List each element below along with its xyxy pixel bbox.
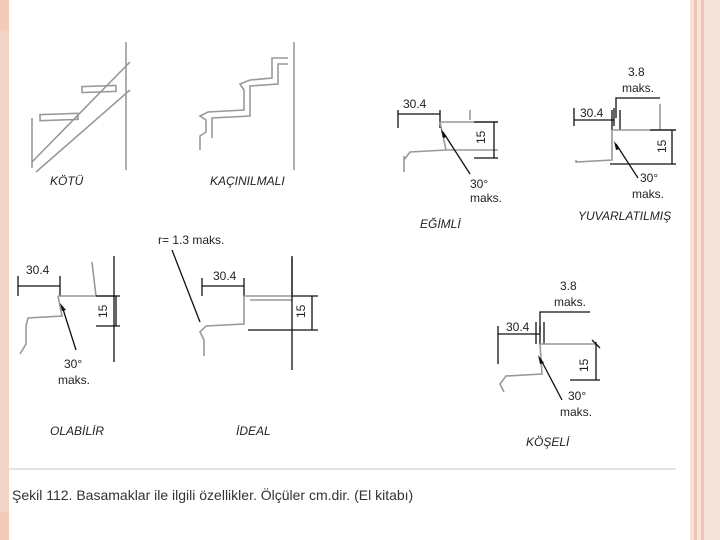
koseli-dim-width-label: 30.4 — [506, 320, 530, 334]
olabilir-dim-width — [17, 276, 61, 296]
yuvarlatilmis-dim-height-label: 15 — [655, 139, 669, 153]
olabilir-dim-height — [96, 256, 120, 362]
right-accent-stripe — [701, 0, 704, 540]
caption-kacinilmali: KAÇINILMALI — [210, 174, 285, 188]
koseli-step — [499, 343, 596, 393]
egimli-dim-width — [397, 110, 441, 128]
figure-caption: Şekil 112. Basamaklar ile ilgili özellik… — [12, 486, 413, 503]
yuvarlatilmis-radius-unit: maks. — [622, 81, 654, 95]
olabilir-dim-width-label: 30.4 — [26, 263, 50, 277]
yuvarlatilmis-dim-width — [573, 108, 615, 126]
yuvarlatilmis-leader — [615, 143, 639, 179]
kotu-tread — [39, 112, 79, 122]
yuvarlatilmis-radius-leader — [611, 97, 660, 130]
egimli-angle-value: 30° — [470, 177, 488, 191]
kacinilmali-profile — [198, 57, 288, 150]
left-accent-top — [0, 0, 9, 30]
egimli-dim-height-label: 15 — [474, 130, 488, 144]
figure-egimli: 30.4 15 30° maks. EĞİMLİ — [397, 97, 502, 231]
egimli-angle-unit: maks. — [470, 191, 502, 205]
koseli-dim-width — [497, 326, 541, 364]
ideal-dim-height — [248, 256, 318, 370]
yuvarlatilmis-radius-value: 3.8 — [628, 65, 645, 79]
koseli-dim-height — [570, 339, 601, 381]
left-accent-bar — [0, 0, 9, 540]
egimli-arrowhead — [441, 129, 447, 138]
olabilir-arrowhead — [60, 303, 66, 311]
ideal-dim-width-label: 30.4 — [213, 269, 237, 283]
koseli-angle-value: 30° — [568, 389, 586, 403]
caption-yuvarlatilmis: YUVARLATILMIŞ — [578, 209, 671, 223]
koseli-radius-leader — [535, 311, 590, 344]
figure-ideal: r= 1.3 maks. 30.4 15 İDEAL — [158, 233, 318, 438]
caption-ideal: İDEAL — [236, 424, 271, 438]
koseli-radius-value: 3.8 — [560, 279, 577, 293]
caption-olabilir: OLABİLİR — [50, 424, 104, 438]
yuvarlatilmis-dim-height — [610, 129, 676, 165]
figure-koseli: 3.8 maks. 30.4 15 30° maks. KÖŞELİ — [497, 279, 601, 449]
egimli-dim-height — [474, 121, 498, 159]
figure-kotu: KÖTÜ — [31, 42, 131, 188]
ideal-dim-height-label: 15 — [294, 304, 308, 318]
ideal-radius-note: r= 1.3 maks. — [158, 233, 224, 247]
figure-yuvarlatilmis: 3.8 maks. 30.4 15 30° maks. YUVARLATILMI… — [573, 65, 676, 223]
koseli-angle-unit: maks. — [560, 405, 592, 419]
olabilir-leader — [61, 305, 77, 351]
yuvarlatilmis-angle-value: 30° — [640, 171, 658, 185]
figure-kacinilmali: KAÇINILMALI — [198, 42, 295, 188]
figure-olabilir: 30.4 15 30° maks. OLABİLİR — [17, 256, 120, 438]
ideal-radius-leader — [171, 249, 201, 323]
left-accent-bottom — [0, 512, 9, 540]
egimli-step — [403, 110, 498, 172]
koseli-dim-height-label: 15 — [577, 358, 591, 372]
caption-koseli: KÖŞELİ — [526, 435, 570, 449]
egimli-dim-width-label: 30.4 — [403, 97, 427, 111]
koseli-arrowhead — [538, 355, 544, 364]
egimli-leader — [442, 131, 471, 175]
caption-egimli: EĞİMLİ — [420, 216, 461, 231]
kotu-stringer — [31, 61, 131, 173]
koseli-leader — [539, 357, 563, 401]
olabilir-angle-unit: maks. — [58, 373, 90, 387]
right-accent-stripe — [694, 0, 697, 540]
yuvarlatilmis-arrowhead — [614, 141, 620, 150]
kotu-tread — [81, 84, 117, 94]
koseli-radius-unit: maks. — [554, 295, 586, 309]
caption-kotu: KÖTÜ — [50, 174, 84, 188]
olabilir-angle-value: 30° — [64, 357, 82, 371]
ideal-dim-width — [201, 278, 245, 296]
olabilir-dim-height-label: 15 — [96, 304, 110, 318]
yuvarlatilmis-angle-unit: maks. — [632, 187, 664, 201]
olabilir-step — [19, 261, 114, 355]
right-accent-bar — [690, 0, 720, 540]
yuvarlatilmis-dim-width-label: 30.4 — [580, 106, 604, 120]
